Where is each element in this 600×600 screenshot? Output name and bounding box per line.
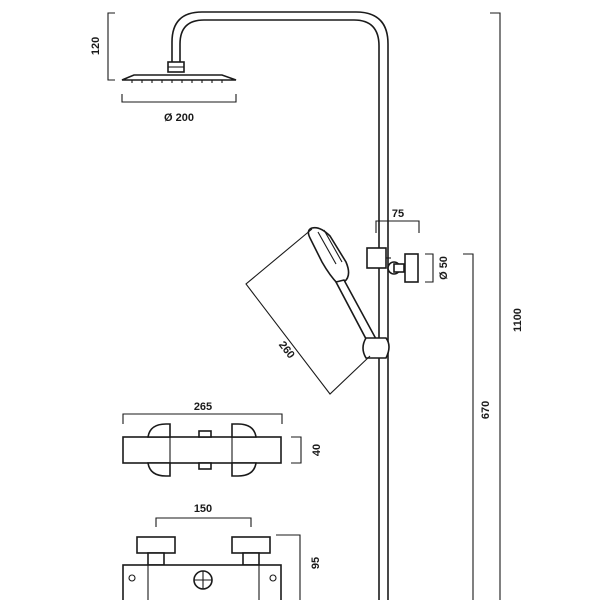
- dimension-bracket-offset: 75: [375, 208, 420, 233]
- dimension-label-1100: 1100: [512, 308, 524, 332]
- dimension-label-120: 120: [90, 37, 102, 55]
- valve-front-view: [122, 536, 282, 600]
- dimension-label-95: 95: [310, 557, 322, 569]
- valve-top-view: [122, 423, 282, 477]
- dimension-valve-width: 265: [122, 401, 283, 424]
- dimension-label-265: 265: [194, 401, 212, 413]
- dimension-valve-height: 95: [276, 534, 322, 600]
- dimension-valve-depth: 40: [291, 436, 323, 464]
- hand-shower: [307, 226, 390, 359]
- dimension-label-diameter-50: Ø 50: [438, 256, 450, 280]
- dimension-label-670: 670: [480, 401, 492, 419]
- dimension-label-40: 40: [311, 444, 323, 456]
- dimension-label-75: 75: [392, 208, 404, 220]
- dimension-shower-head-height: 120: [90, 12, 115, 81]
- dimension-valve-to-bracket: 670: [463, 253, 492, 600]
- dimension-overall-height: 1100: [490, 12, 524, 600]
- slide-bracket: [366, 247, 419, 283]
- dimension-bracket-diameter: Ø 50: [425, 253, 450, 283]
- dimension-label-260: 260: [276, 339, 297, 361]
- dimension-label-diameter-200: Ø 200: [164, 112, 194, 124]
- riser-rail: [171, 11, 389, 600]
- dimension-label-150: 150: [194, 503, 212, 515]
- dimension-valve-centres: 150: [155, 503, 252, 527]
- dimension-shower-head-diameter: Ø 200: [121, 94, 237, 124]
- overhead-shower-head: [121, 61, 237, 83]
